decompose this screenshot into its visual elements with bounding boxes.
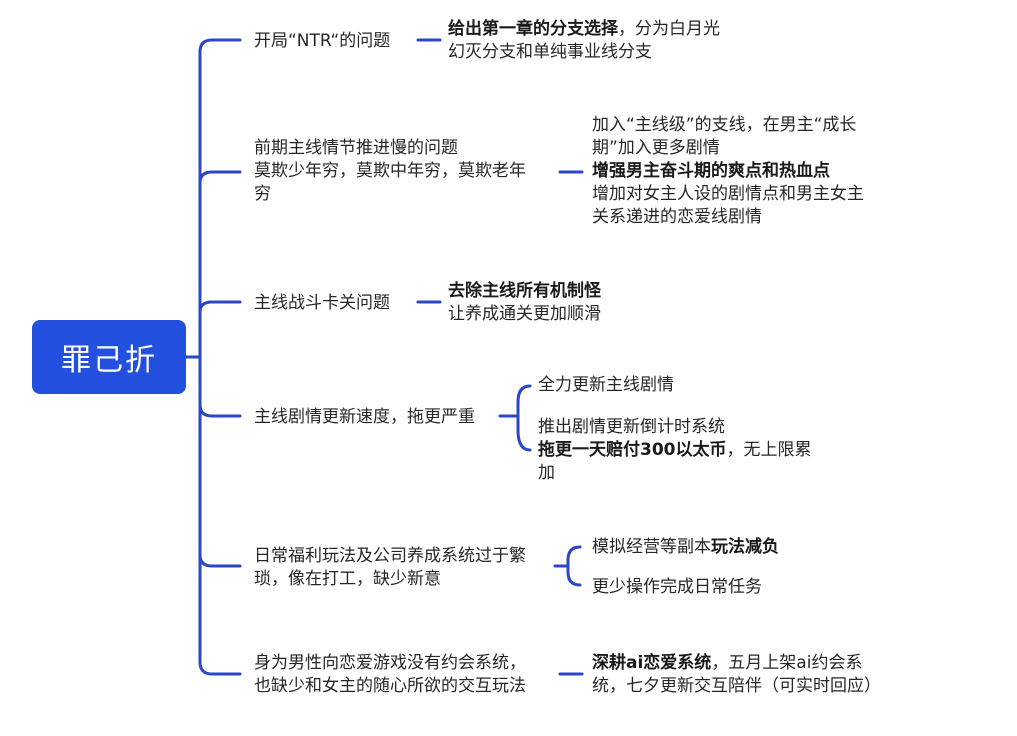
solution-chapter-branch: 给出第一章的分支选择，分为白月光 幻灭分支和单纯事业线分支 <box>448 18 720 64</box>
issue-daily-tedious: 日常福利玩法及公司养成系统过于繁 琐，像在打工，缺少新意 <box>254 545 526 591</box>
issue-line: 主线剧情更新速度，拖更严重 <box>254 407 475 427</box>
solution-line: 加入“主线级”的支线，在男主“成长 <box>592 115 857 135</box>
solution-reduce-load: 模拟经营等副本玩法减负 <box>592 536 779 559</box>
issue-line: 前期主线情节推进慢的问题 <box>254 138 458 158</box>
solution-line: 期”加入更多剧情 <box>592 138 720 158</box>
issue-line: 日常福利玩法及公司养成系统过于繁 <box>254 546 526 566</box>
solution-main-quest: 加入“主线级”的支线，在男主“成长 期”加入更多剧情 增强男主奋斗期的爽点和热血… <box>592 114 864 229</box>
issue-update-speed: 主线剧情更新速度，拖更严重 <box>254 406 475 429</box>
solution-line: 关系递进的恋爱线剧情 <box>592 207 762 227</box>
issue-ntr: 开局“NTR“的问题 <box>254 30 390 53</box>
solution-bold: 拖更一天赔付300以太币 <box>538 440 727 460</box>
solution-text: ，五月上架ai约会系 <box>711 653 863 673</box>
solution-line: 给出第一章的分支选择，分为白月光 <box>448 18 720 41</box>
solution-line: 幻灭分支和单纯事业线分支 <box>448 42 652 62</box>
issue-no-dating: 身为男性向恋爱游戏没有约会系统， 也缺少和女主的随心所欲的交互玩法 <box>254 652 526 698</box>
solution-countdown: 推出剧情更新倒计时系统 拖更一天赔付300以太币，无上限累 加 <box>538 416 812 485</box>
solution-line: 全力更新主线剧情 <box>538 375 674 395</box>
issue-line: 身为男性向恋爱游戏没有约会系统， <box>254 653 526 673</box>
issue-line: 也缺少和女主的随心所欲的交互玩法 <box>254 676 526 696</box>
issue-combat-stuck: 主线战斗卡关问题 <box>254 292 390 315</box>
solution-line: 加 <box>538 463 555 483</box>
solution-line: 推出剧情更新倒计时系统 <box>538 417 725 437</box>
solution-fewer-steps: 更少操作完成日常任务 <box>592 576 762 599</box>
solution-bold: 去除主线所有机制怪 <box>448 281 601 301</box>
issue-slow-plot: 前期主线情节推进慢的问题 莫欺少年穷，莫欺中年穷，莫欺老年 穷 <box>254 137 526 206</box>
solution-line: 更少操作完成日常任务 <box>592 577 762 597</box>
solution-line: 让养成通关更加顺滑 <box>448 304 601 324</box>
solution-text: ，分为白月光 <box>618 19 720 39</box>
solution-line: 统，七夕更新交互陪伴（可实时回应） <box>592 676 881 696</box>
issue-line: 莫欺少年穷，莫欺中年穷，莫欺老年 <box>254 161 526 181</box>
root-label: 罪己折 <box>61 343 157 378</box>
solution-ai-romance: 深耕ai恋爱系统，五月上架ai约会系 统，七夕更新交互陪伴（可实时回应） <box>592 652 881 698</box>
solution-bold: 给出第一章的分支选择 <box>448 19 618 39</box>
solution-text: ，无上限累 <box>726 440 812 460</box>
solution-remove-mechanics: 去除主线所有机制怪 让养成通关更加顺滑 <box>448 280 601 326</box>
issue-line: 主线战斗卡关问题 <box>254 293 390 313</box>
issue-line: 琐，像在打工，缺少新意 <box>254 569 441 589</box>
solution-line: 增加对女主人设的剧情点和男主女主 <box>592 184 864 204</box>
solution-bold: 深耕ai恋爱系统 <box>592 653 712 673</box>
solution-text: 模拟经营等副本 <box>592 537 711 557</box>
issue-line: 穷 <box>254 184 271 204</box>
solution-bold: 玩法减负 <box>711 537 779 557</box>
issue-line: 开局“NTR“的问题 <box>254 31 391 51</box>
root-node: 罪己折 <box>32 320 186 394</box>
solution-bold: 增强男主奋斗期的爽点和热血点 <box>592 161 830 181</box>
solution-update-main: 全力更新主线剧情 <box>538 374 674 397</box>
